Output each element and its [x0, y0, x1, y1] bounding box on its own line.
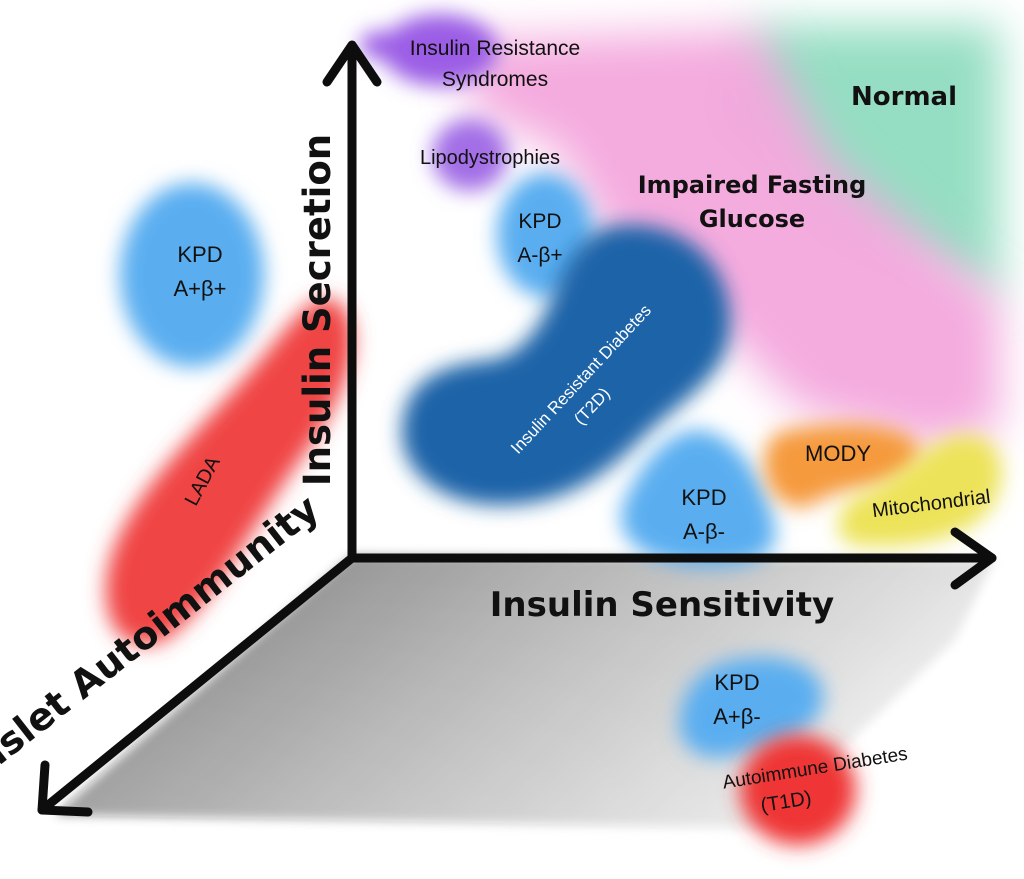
impaired-fasting-glucose-label-line1: Impaired Fasting: [638, 171, 867, 199]
insulin-resistance-syndromes-label-line1: Insulin Resistance: [410, 37, 580, 60]
islet-autoimmunity-axis: [37, 553, 357, 815]
t1d-blob: [740, 735, 856, 845]
kpd-a-plus-b-minus-label-line2: A+β-: [713, 704, 761, 729]
normal-label: Normal: [851, 82, 957, 112]
t2d-blob: [401, 224, 731, 506]
kpd-a-plus-b-plus-blob: [120, 183, 264, 367]
impaired-fasting-glucose-label-line2: Glucose: [699, 205, 805, 233]
kpd-a-minus-b-minus-label-line1: KPD: [681, 485, 726, 510]
insulin-sensitivity-arrowhead: [950, 527, 997, 590]
kpd-a-plus-b-minus-blob: [679, 657, 824, 758]
mitochondrial-blob: [838, 434, 1002, 547]
axes: [37, 40, 997, 817]
kpd-a-plus-b-minus-label-line1: KPD: [714, 670, 759, 695]
insulin-secretion-arrowhead: [322, 40, 382, 87]
lada-blob: [105, 298, 353, 645]
insulin-resistance-syndromes-blob: [360, 14, 498, 86]
kpd-a-plus-b-plus-label-line1: KPD: [177, 242, 222, 267]
kpd-a-plus-b-plus-label-line2: A+β+: [173, 276, 226, 301]
kpd-a-minus-b-minus-label-line2: A-β-: [683, 519, 725, 544]
kpd-a-minus-b-plus-label-line1: KPD: [518, 210, 561, 233]
mody-label: MODY: [805, 441, 871, 466]
insulin-resistance-syndromes-label-line2: Syndromes: [442, 68, 548, 91]
mody-blob: [763, 424, 921, 508]
impaired-fasting-glucose-region: [470, 30, 1000, 445]
lipodystrophies-blob: [432, 119, 508, 191]
insulin-sensitivity-axis-label: Insulin Sensitivity: [490, 585, 834, 625]
islet-autoimmunity-arrowhead: [37, 760, 93, 817]
insulin-secretion-axis-label: Insulin Secretion: [296, 134, 339, 486]
lipodystrophies-label: Lipodystrophies: [420, 147, 560, 169]
kpd-a-minus-b-plus-label-line2: A-β+: [517, 244, 562, 267]
kpd-a-minus-b-minus-blob: [621, 429, 776, 567]
